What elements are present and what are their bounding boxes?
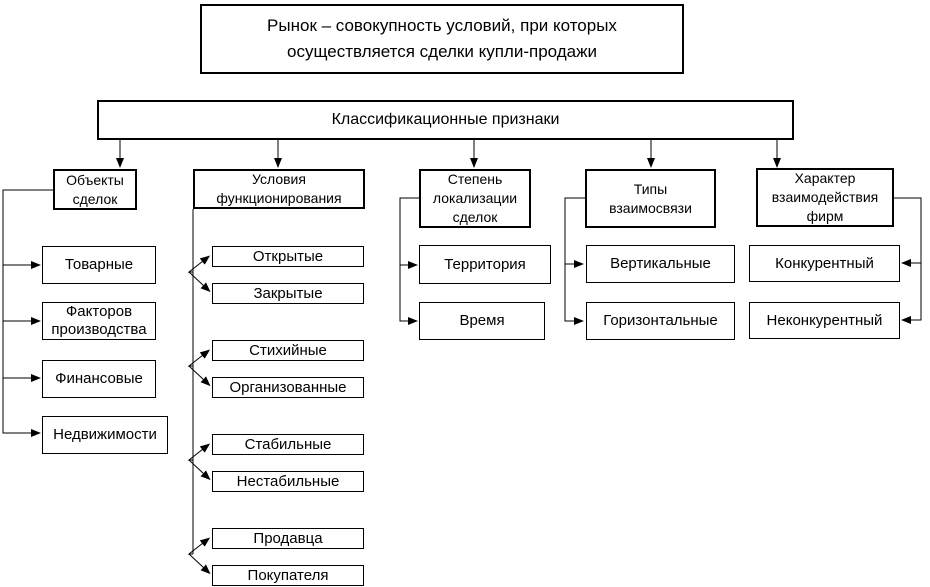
definition-box: Рынок – совокупность условий, при которы… [200, 4, 684, 74]
item-competitive: Конкурентный [749, 245, 900, 282]
item-horizontal: Горизонтальные [586, 302, 735, 340]
item-territory: Территория [419, 245, 551, 284]
item-organized: Организованные [212, 377, 364, 398]
item-unstable: Нестабильные [212, 471, 364, 492]
item-closed: Закрытые [212, 283, 364, 304]
item-time: Время [419, 302, 545, 340]
col2-connectors [187, 209, 211, 575]
item-stable: Стабильные [212, 434, 364, 455]
item-seller: Продавца [212, 528, 364, 549]
item-spontaneous: Стихийные [212, 340, 364, 361]
col3-connectors [399, 197, 419, 325]
category-localization-degree: Степень локализации сделок [419, 169, 531, 228]
item-noncompetitive: Неконкурентный [749, 302, 900, 339]
col5-connectors [894, 197, 922, 324]
item-production-factors: Факторов производства [42, 302, 156, 340]
item-commodity: Товарные [42, 246, 156, 284]
col1-connectors [2, 189, 53, 437]
category-deal-objects: Объекты сделок [53, 169, 137, 210]
category-operating-conditions: Условия функционирования [193, 169, 365, 209]
item-buyer: Покупателя [212, 565, 364, 586]
item-financial: Финансовые [42, 360, 156, 398]
classification-box: Классификационные признаки [97, 100, 794, 140]
col4-connectors [564, 197, 585, 325]
classification-arrows [116, 140, 781, 168]
item-vertical: Вертикальные [586, 245, 735, 283]
item-real-estate: Недвижимости [42, 416, 168, 454]
item-open: Открытые [212, 246, 364, 267]
category-relation-types: Типы взаимосвязи [585, 169, 716, 228]
category-firm-interaction: Характер взаимодействия фирм [756, 168, 894, 227]
